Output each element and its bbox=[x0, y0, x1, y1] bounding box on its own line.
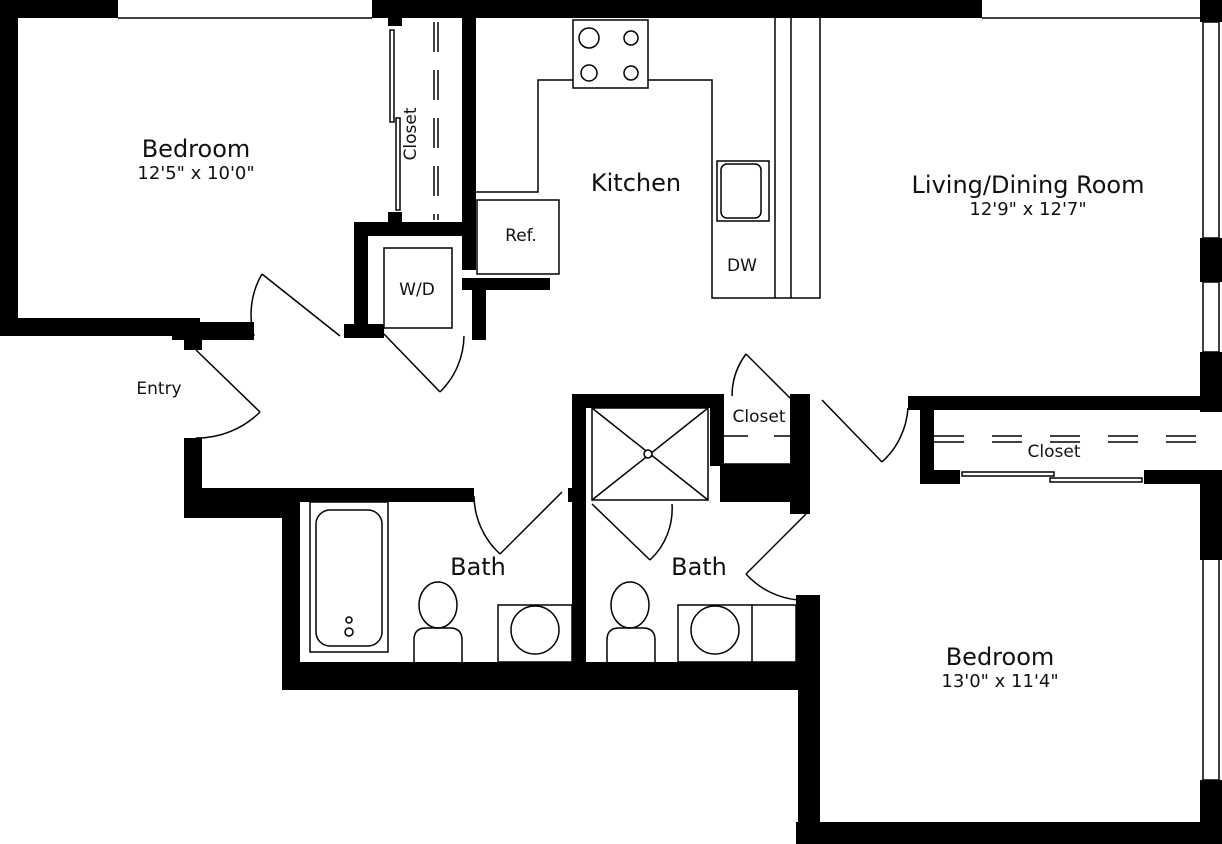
label-dishwasher: DW bbox=[727, 256, 757, 277]
room-living-dining: Living/Dining Room 12'9" x 12'7" bbox=[911, 170, 1145, 220]
room-bedroom-2: Bedroom 13'0" x 11'4" bbox=[941, 642, 1059, 692]
room-name: Bath bbox=[671, 553, 727, 582]
room-name: Kitchen bbox=[590, 169, 682, 198]
room-name: Bath bbox=[450, 553, 506, 582]
room-name: Bedroom bbox=[141, 134, 251, 163]
label-refrigerator: Ref. bbox=[505, 226, 537, 247]
room-bath-2: Bath bbox=[671, 553, 727, 582]
room-dimensions: 12'5" x 10'0" bbox=[137, 162, 255, 184]
fixtures bbox=[118, 17, 1220, 781]
label-closet-bedroom-2: Closet bbox=[1027, 442, 1081, 463]
label-entry: Entry bbox=[136, 379, 182, 400]
label-closet-bedroom-1: Closet bbox=[401, 107, 422, 161]
room-kitchen: Kitchen bbox=[590, 169, 682, 198]
room-dimensions: 13'0" x 11'4" bbox=[941, 670, 1059, 692]
label-washer-dryer: W/D bbox=[399, 280, 435, 301]
room-dimensions: 12'9" x 12'7" bbox=[969, 198, 1087, 220]
room-name: Living/Dining Room bbox=[911, 170, 1145, 199]
room-bath-1: Bath bbox=[450, 553, 506, 582]
label-closet-hall: Closet bbox=[732, 407, 786, 428]
room-bedroom-1: Bedroom 12'5" x 10'0" bbox=[137, 134, 255, 184]
room-name: Bedroom bbox=[945, 642, 1055, 671]
